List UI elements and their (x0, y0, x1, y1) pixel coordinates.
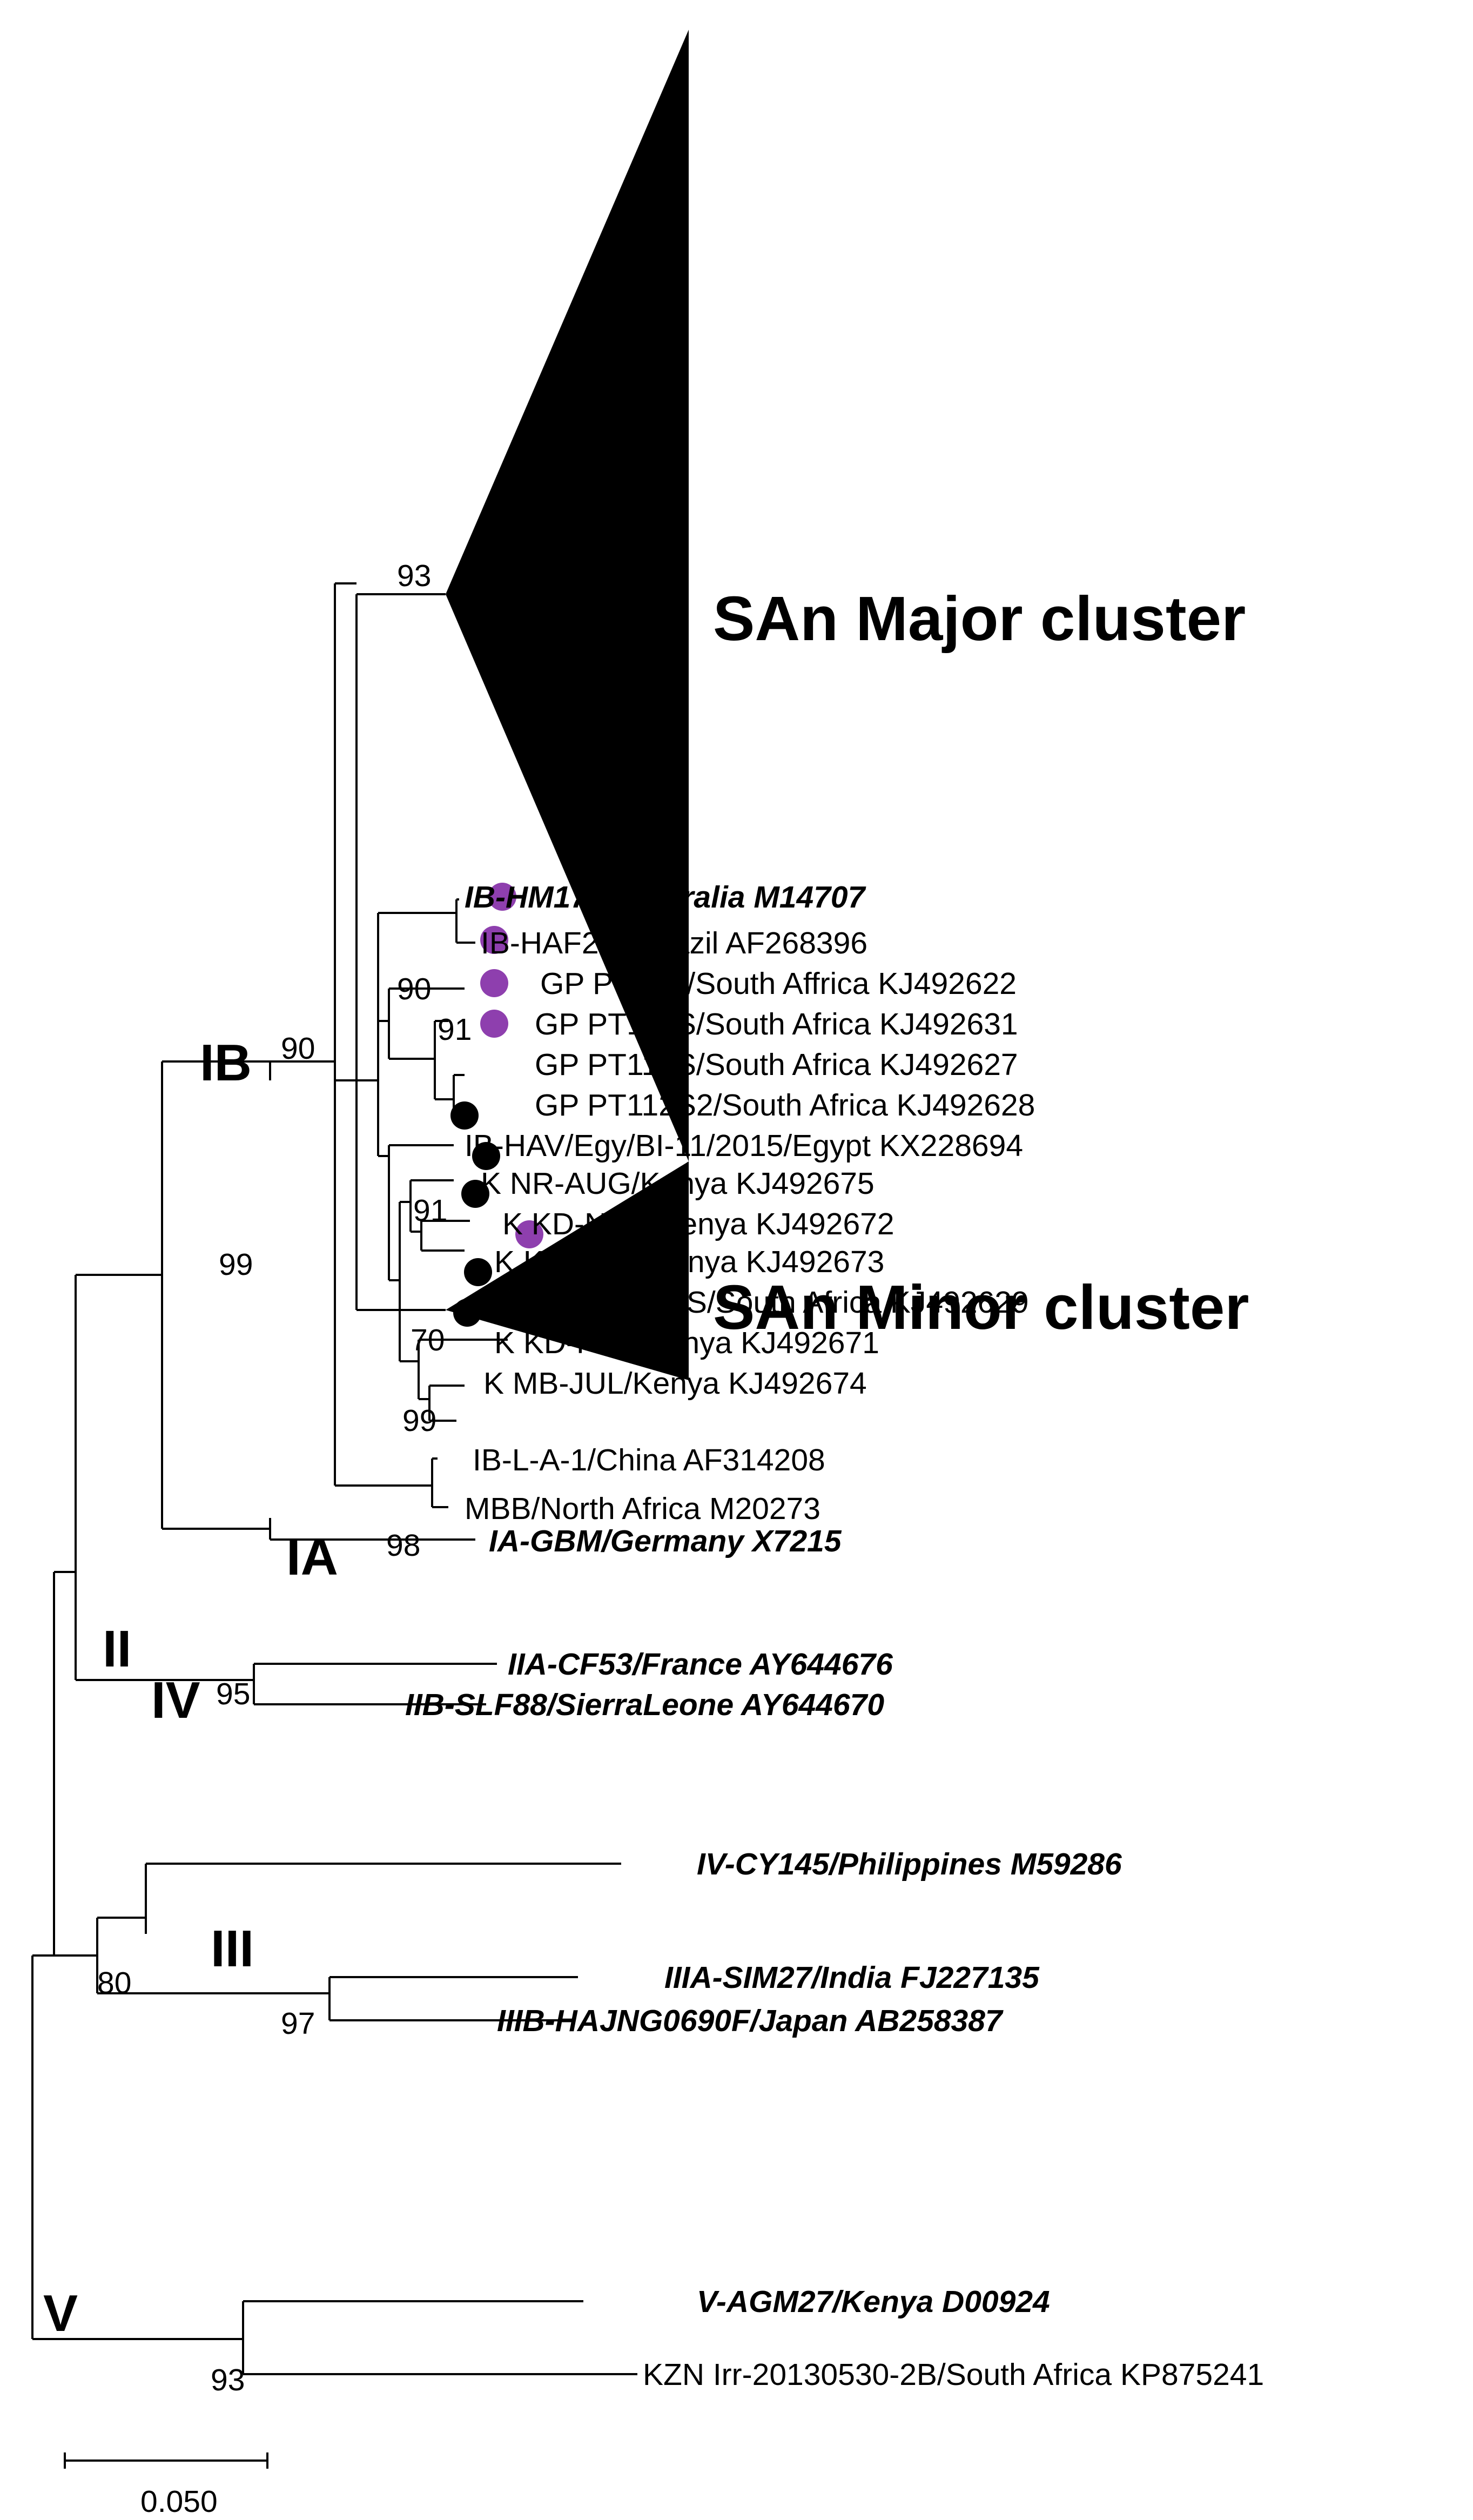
bootstrap-value: 91 (413, 1193, 447, 1228)
genotype-label-ii: II (103, 1620, 131, 1678)
taxon-label: GP PT119S/South Africa KJ492631 (535, 1007, 1018, 1041)
bootstrap-value: 93 (397, 559, 431, 593)
bootstrap-value: 99 (219, 1247, 253, 1282)
bootstrap-value: 98 (386, 1528, 420, 1563)
taxon-label: IIA-CF53/France AY644676 (508, 1647, 893, 1682)
bootstrap-value: 93 (211, 2363, 245, 2397)
purple-marker (480, 969, 508, 997)
genotype-label-iii: III (211, 1920, 254, 1978)
san-major-cluster-triangle (446, 30, 689, 1161)
bootstrap-value: 99 (402, 1403, 436, 1438)
bootstrap-value: 91 (438, 1012, 472, 1047)
purple-marker (480, 1010, 508, 1038)
bootstrap-value: 97 (281, 2006, 315, 2041)
black-marker (464, 1258, 492, 1286)
taxon-label: K KD-NOV/Kenya KJ492672 (502, 1207, 894, 1241)
purple-marker (488, 883, 516, 911)
taxon-label: IIIB-HAJNG0690F/Japan AB258387 (497, 2004, 1004, 2038)
taxon-label: KZN Irr-20130530-2B/South Africa KP87524… (643, 2357, 1264, 2392)
taxon-label: K KD-DEC/Kenya KJ492673 (494, 1245, 884, 1279)
bootstrap-value: 90 (397, 972, 431, 1006)
taxon-label: K NR-AUG/Kenya KJ492675 (481, 1166, 875, 1201)
taxon-labels: IB-HM175/Australia M14707 IB-HAF203/Braz… (405, 880, 1264, 2392)
sample-markers (450, 883, 543, 1327)
taxon-label: GP PT115S/South Africa KJ492629 (546, 1285, 1029, 1320)
black-marker (453, 1299, 481, 1327)
scale-bar-label: 0.050 (140, 2484, 218, 2519)
bootstrap-value: 70 (411, 1323, 445, 1358)
bootstrap-value: 90 (281, 1031, 315, 1066)
genotype-label-ia: IA (286, 1528, 338, 1586)
genotype-label-ib: IB (200, 1034, 252, 1092)
cluster-label-minor: SAn Minor cluster (713, 1272, 1249, 1342)
san-minor-cluster-triangle (446, 1161, 689, 1380)
black-marker (450, 1101, 479, 1130)
taxon-label: IB-L-A-1/China AF314208 (473, 1443, 825, 1477)
taxon-label: IB-HAF203/Brazil AF268396 (481, 926, 867, 960)
bootstrap-value: 95 (216, 1677, 250, 1711)
taxon-label: IB-HM175/Australia M14707 (465, 880, 866, 915)
genotype-label-iv: IV (151, 1671, 200, 1729)
purple-marker (515, 1220, 543, 1248)
taxon-label: V-AGM27/Kenya D00924 (697, 2284, 1050, 2319)
taxon-label: IIB-SLF88/SierraLeone AY644670 (405, 1688, 884, 1722)
scale-bar: 0.050 (64, 2452, 268, 2519)
black-marker (472, 1142, 500, 1170)
bootstrap-values: 93 70 99 90 91 91 90 99 98 95 80 97 93 (97, 559, 472, 2397)
tree-branches (31, 582, 637, 2375)
taxon-label: GP PT112S/South Africa KJ492627 (535, 1047, 1018, 1082)
taxon-label: IA-GBM/Germany X7215 (489, 1524, 842, 1558)
taxon-label: IV-CY145/Philippines M59286 (697, 1847, 1122, 1881)
bootstrap-value: 80 (97, 1966, 131, 2000)
genotype-label-v: V (43, 2284, 78, 2342)
taxon-label: IB-HAV/Egy/BI-11/2015/Egypt KX228694 (465, 1128, 1023, 1163)
taxon-label: MBB/North Africa M20273 (465, 1491, 820, 1526)
taxon-label: GP PT112S2/South Africa KJ492628 (535, 1088, 1035, 1123)
black-marker (461, 1180, 489, 1208)
taxon-label: K KD-FEB/Kenya KJ492671 (494, 1326, 879, 1360)
taxon-label: GP PT67S/South Affrica KJ492622 (540, 966, 1017, 1001)
cluster-label-major: SAn Major cluster (713, 583, 1246, 654)
taxon-label: K MB-JUL/Kenya KJ492674 (483, 1366, 867, 1401)
purple-marker (480, 926, 508, 954)
taxon-label: IIIA-SIM27/India FJ227135 (664, 1960, 1040, 1995)
